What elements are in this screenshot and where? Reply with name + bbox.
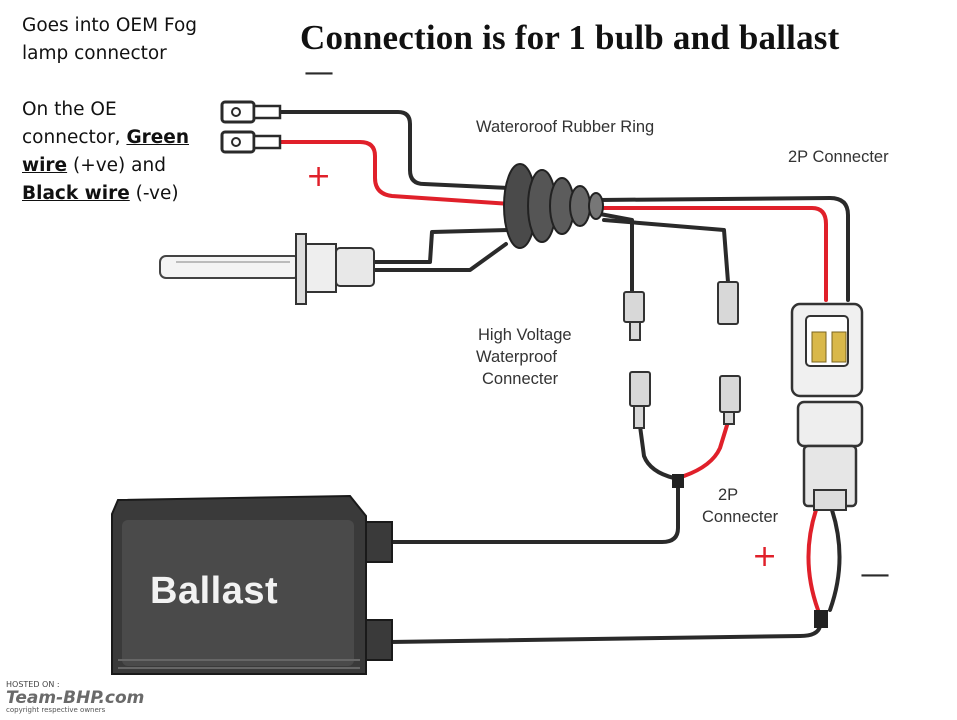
minus-sign-bottom: — <box>860 557 890 592</box>
connector-2p-top <box>790 302 864 398</box>
note-text: connector, <box>22 127 127 148</box>
note-text: On the OE <box>22 99 117 120</box>
hv-connectors <box>623 281 741 429</box>
wire-red-bottom-terminal <box>230 140 512 206</box>
watermark-hosted: HOSTED ON : <box>6 680 60 689</box>
note-text: (+ve) and <box>67 155 166 176</box>
wire-ballast-top <box>388 480 680 544</box>
hid-bulb <box>159 233 375 305</box>
terminal-top <box>220 100 256 124</box>
watermark-logo: Team-BHP.com <box>6 688 145 708</box>
minus-sign-top: — <box>304 55 334 90</box>
connector-2p-top-label: 2P Connecter <box>788 148 889 166</box>
wire-bulb-upper <box>370 228 510 264</box>
plus-sign-bottom: + <box>752 539 778 574</box>
rubber-ring <box>503 163 604 249</box>
wire-bulb-lower <box>370 242 508 272</box>
wire-hv-right-down <box>682 420 730 478</box>
connector-2p-bottom <box>796 400 864 511</box>
green-wire-label: wire <box>22 155 68 176</box>
red-wires <box>230 140 828 612</box>
wire-2p-bottom-red <box>806 508 820 612</box>
hv-label-1: High Voltage <box>478 326 572 344</box>
splice-2p <box>814 610 828 628</box>
note-line-2: lamp connector <box>22 43 167 64</box>
wire-hv-left-down <box>638 424 676 480</box>
wire-to-hv-left <box>598 212 634 294</box>
rubber-ring-label: Wateroroof Rubber Ring <box>476 118 655 136</box>
hv-label-3: Connecter <box>482 370 559 388</box>
connector-2p-bottom-label-2: Connecter <box>702 508 779 526</box>
note-text: (-ve) <box>129 183 179 204</box>
green-label: Green <box>126 127 190 148</box>
note-line-1: Goes into OEM Fog <box>22 15 198 36</box>
wire-to-hv-right <box>602 218 730 284</box>
terminal-bottom <box>220 130 256 154</box>
page-title: Connection is for 1 bulb and ballast <box>300 18 840 57</box>
ballast-label: Ballast <box>150 570 279 612</box>
wire-red-to-2p-top <box>598 206 828 302</box>
wire-black-top-terminal <box>230 110 512 190</box>
wire-ballast-bottom <box>388 624 822 644</box>
splice-hv <box>672 474 684 488</box>
fog-terminals <box>220 100 282 154</box>
hv-label-2: Waterproof <box>476 348 558 366</box>
black-wire-label: Black wire <box>22 183 130 204</box>
wire-black-to-2p-top <box>598 196 850 302</box>
wiring-note: Goes into OEM Fog lamp connector On the … <box>8 12 216 237</box>
watermark-copyright: copyright respective owners <box>6 706 106 714</box>
connector-2p-bottom-label-1: 2P <box>718 486 739 504</box>
ballast-box <box>111 494 393 675</box>
plus-sign-top: + <box>306 159 332 194</box>
wire-2p-bottom-black <box>828 508 842 612</box>
